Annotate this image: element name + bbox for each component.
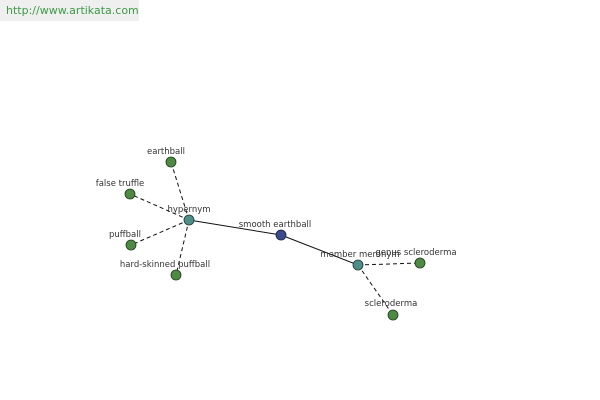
edge-hypernym-false-truffle [129, 193, 190, 221]
label-puffball: puffball [109, 230, 141, 240]
node-scleroderma[interactable] [387, 309, 399, 321]
edge-hypernym-hard-skinned-puffball [175, 219, 190, 276]
edge-member-meronym-scleroderma [357, 264, 394, 316]
site-url[interactable]: http://www.artikata.com [0, 0, 139, 21]
label-hard-skinned-puffball: hard-skinned puffball [120, 260, 210, 270]
edge-hypernym-center [188, 219, 282, 236]
label-hypernym: hypernym [167, 205, 210, 215]
node-genus-scleroderma[interactable] [414, 257, 426, 269]
label-scleroderma: scleroderma [365, 299, 418, 309]
label-earthball: earthball [147, 147, 185, 157]
graph-labels: earthball false truffle hypernym smooth … [96, 147, 457, 309]
graph-nodes [124, 156, 426, 321]
node-smooth-earthball[interactable] [275, 229, 287, 241]
node-member-meronym[interactable] [352, 259, 364, 271]
node-hypernym[interactable] [183, 214, 195, 226]
node-hard-skinned-puffball[interactable] [170, 269, 182, 281]
label-smooth-earthball: smooth earthball [239, 220, 312, 230]
label-genus-scleroderma: genus scleroderma [375, 248, 456, 258]
label-member-meronym: member meronym [320, 250, 399, 260]
label-false-truffle: false truffle [96, 179, 145, 189]
node-false-truffle[interactable] [124, 188, 136, 200]
edge-center-member-meronym [280, 234, 359, 266]
edge-member-meronym-genus-scleroderma [357, 262, 421, 266]
edge-hypernym-earthball [170, 161, 190, 221]
node-puffball[interactable] [125, 239, 137, 251]
graph-edges [129, 161, 421, 316]
node-earthball[interactable] [165, 156, 177, 168]
edge-hypernym-puffball [130, 219, 190, 246]
